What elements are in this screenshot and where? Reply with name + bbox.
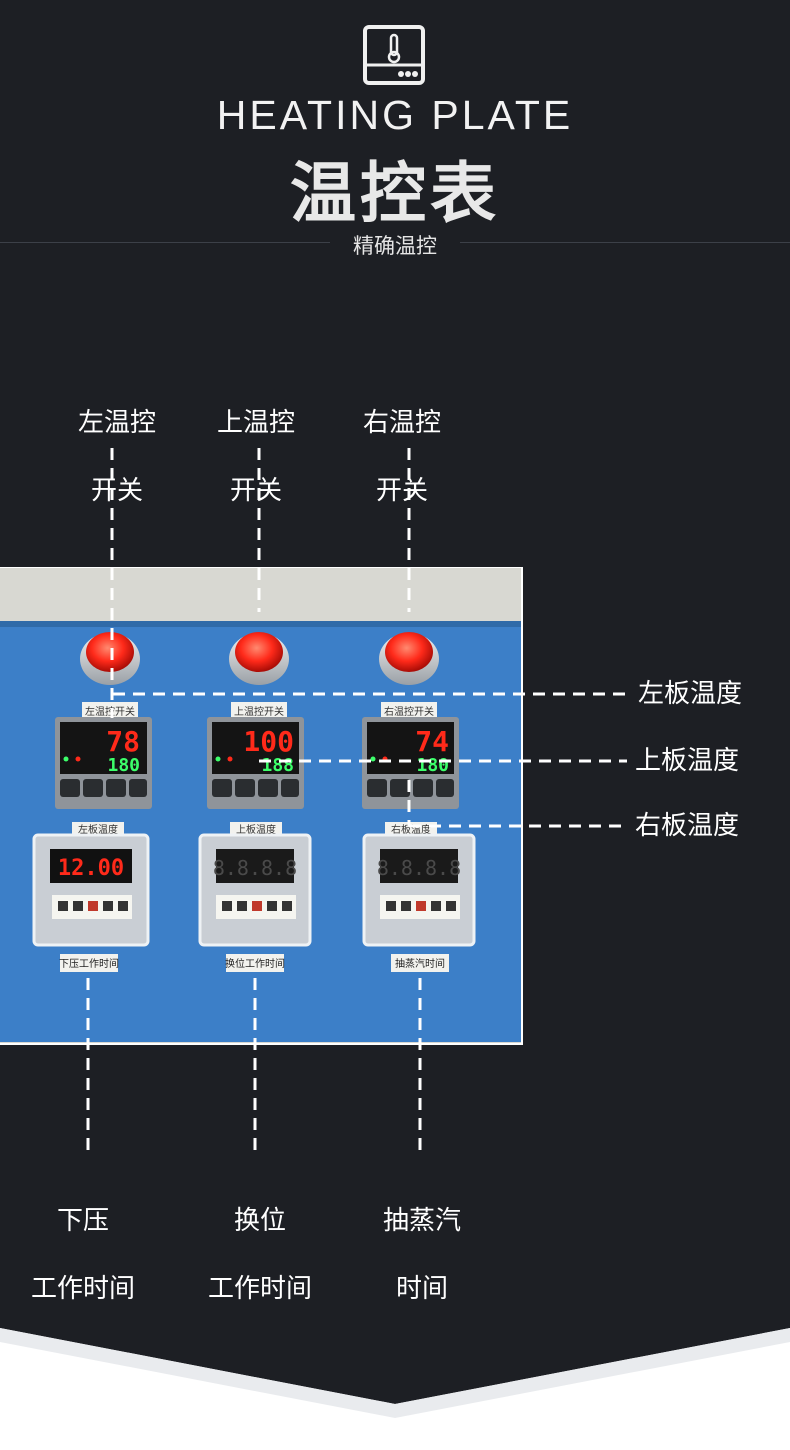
top-switch-plate: 上温控开关	[234, 705, 284, 718]
steam-timer-display: 8.8.8.8	[377, 856, 461, 880]
left-pv-display: 78	[106, 725, 140, 758]
left-switch-plate: 左温控开关	[85, 705, 135, 718]
press-timer-display: 12.00	[58, 856, 124, 881]
header-tagline: 精确温控	[330, 230, 460, 260]
transpose-timer: 8.8.8.8	[198, 833, 312, 947]
label-top-temp-switch: 上温控 开关	[216, 408, 295, 506]
top-switch-lamp	[229, 632, 289, 685]
left-timer-tag: 左板温度	[78, 823, 118, 836]
top-pv-display: 100	[243, 725, 294, 758]
control-panel-photo: 左温控开关 上温控开关 右温控开关 78 180 100 188	[0, 567, 523, 1045]
label-right-plate-temp: 右板温度	[635, 811, 740, 841]
transpose-timer-plate: 换位工作时间	[225, 957, 285, 970]
label-left-temp-switch: 左温控 开关	[77, 408, 156, 506]
steam-timer: 8.8.8.8	[362, 833, 476, 947]
left-temp-controller: 78 180	[55, 717, 152, 809]
label-steam-time: 抽蒸汽 时间	[382, 1206, 461, 1304]
right-switch-plate: 右温控开关	[384, 705, 434, 718]
steam-timer-plate: 抽蒸汽时间	[395, 957, 445, 970]
thermometer-device-icon	[363, 25, 425, 85]
label-left-plate-temp: 左板温度	[638, 679, 743, 709]
top-temp-controller: 100 188	[207, 717, 304, 809]
press-timer: 12.00	[32, 833, 150, 947]
label-transpose-work-time: 换位 工作时间	[207, 1206, 312, 1304]
label-right-temp-switch: 右温控 开关	[362, 408, 441, 506]
top-timer-tag: 上板温度	[236, 823, 276, 836]
label-press-work-time: 下压 工作时间	[30, 1206, 135, 1304]
label-top-plate-temp: 上板温度	[635, 746, 740, 776]
right-pv-display: 74	[415, 725, 449, 758]
header-title: HEATING PLATE	[216, 92, 574, 138]
left-switch-lamp	[80, 632, 140, 685]
header-subtitle: 温控表	[290, 155, 500, 232]
press-timer-plate: 下压工作时间	[59, 957, 119, 970]
right-temp-controller: 74 180	[362, 717, 459, 809]
right-switch-lamp	[379, 632, 439, 685]
left-sv-display: 180	[107, 755, 140, 776]
transpose-timer-display: 8.8.8.8	[213, 856, 297, 880]
